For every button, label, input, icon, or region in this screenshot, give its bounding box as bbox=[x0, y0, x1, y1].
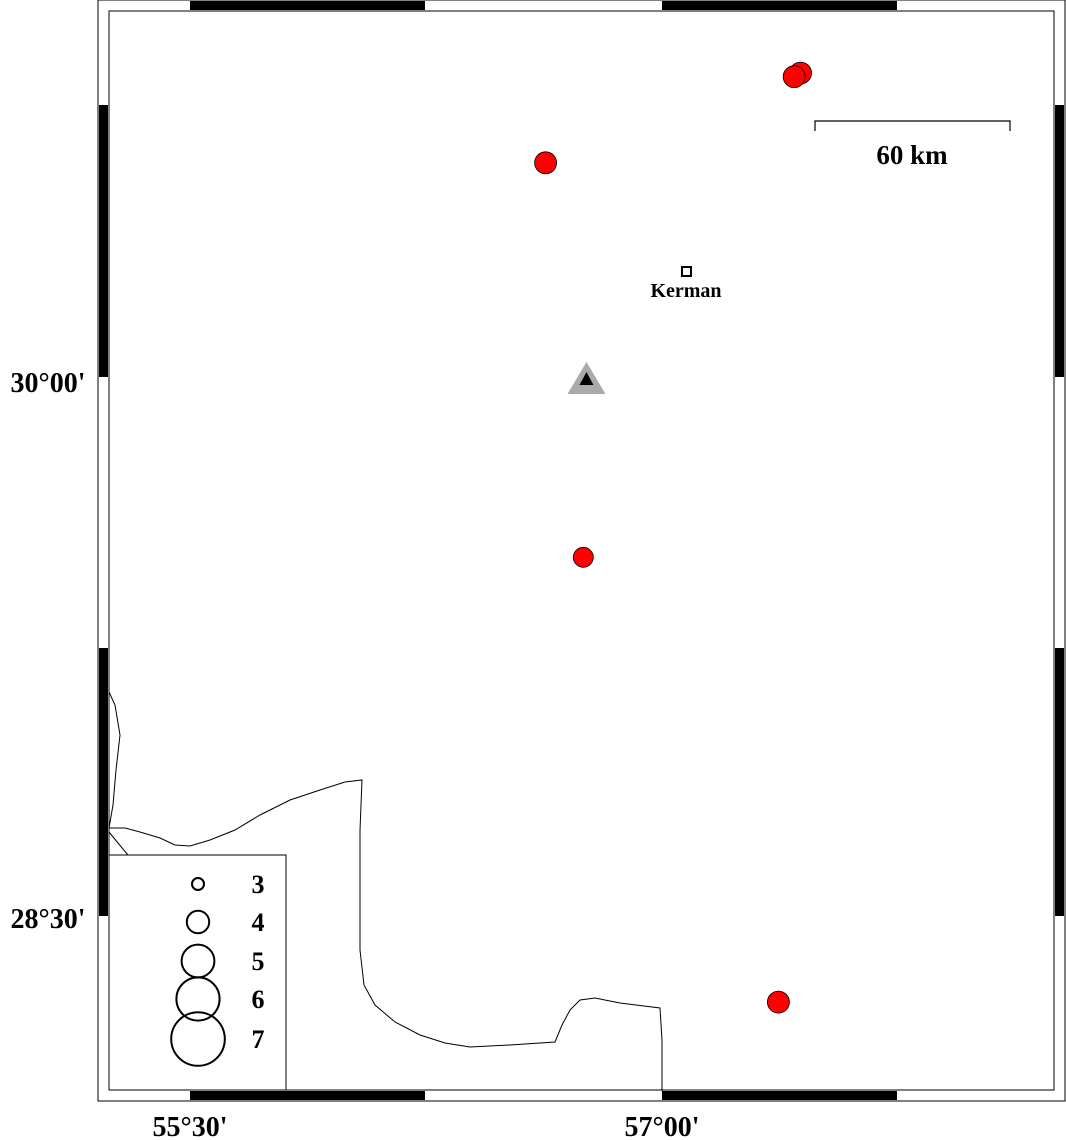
event-marker-ev2 bbox=[782, 65, 806, 89]
event-marker-ev4 bbox=[572, 546, 594, 568]
legend-circle-6 bbox=[175, 976, 221, 1022]
scale-bar: 60 km bbox=[814, 120, 1011, 170]
legend-label-5: 5 bbox=[252, 947, 265, 976]
legend-circle-7 bbox=[170, 1011, 226, 1067]
lat-label-30-00: 30°00' bbox=[11, 368, 86, 399]
coastline bbox=[108, 691, 663, 1091]
legend-label-3: 3 bbox=[252, 870, 265, 899]
city-label: Kerman bbox=[650, 280, 721, 302]
station-triangle-inner bbox=[579, 372, 594, 385]
legend-circle-3 bbox=[191, 877, 205, 891]
coastline-2 bbox=[108, 831, 129, 856]
legend-label-6: 6 bbox=[252, 985, 265, 1014]
station-marker bbox=[567, 362, 606, 394]
lon-label-55-30: 55°30' bbox=[153, 1112, 228, 1140]
magnitude-legend: 3 4 5 6 7 bbox=[108, 854, 287, 1091]
scale-bar-label: 60 km bbox=[876, 140, 948, 170]
legend-circle-4 bbox=[185, 909, 211, 935]
events-layer bbox=[534, 61, 812, 1014]
lat-label-28-30: 28°30' bbox=[11, 904, 86, 935]
legend-label-4: 4 bbox=[252, 908, 265, 937]
legend-label-7: 7 bbox=[252, 1025, 265, 1054]
city-marker-kerman: Kerman bbox=[650, 266, 722, 302]
lon-label-57-00: 57°00' bbox=[625, 1112, 700, 1140]
event-marker-ev5 bbox=[767, 990, 790, 1014]
event-marker-ev3 bbox=[534, 151, 557, 175]
